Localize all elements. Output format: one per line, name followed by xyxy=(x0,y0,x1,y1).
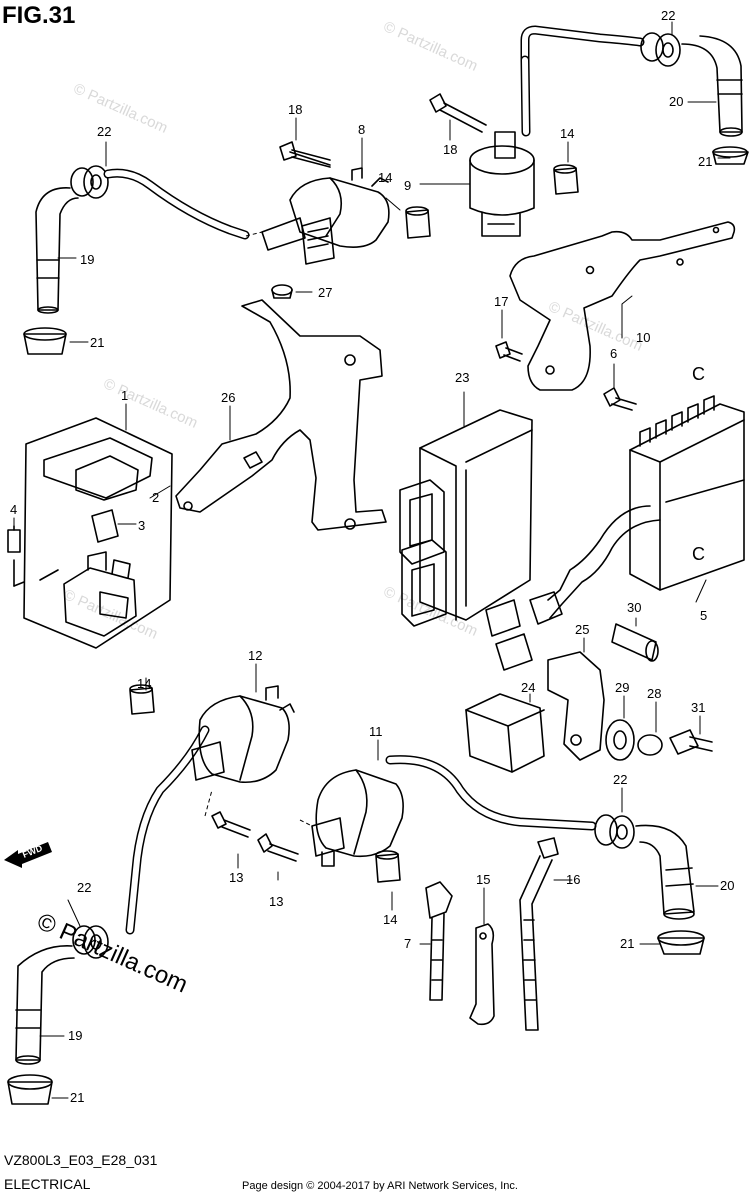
callout-14: 14 xyxy=(137,676,151,691)
grommet-29 xyxy=(605,719,635,761)
spark-plug-cap-bottom-left xyxy=(7,925,109,1105)
callout-22: 22 xyxy=(613,772,627,787)
fwd-arrow-icon: FWD xyxy=(4,842,52,868)
copyright-notice: Page design © 2004-2017 by ARI Network S… xyxy=(242,1180,518,1192)
relay-box-1 xyxy=(7,417,173,649)
dashed-guides xyxy=(204,231,313,827)
callout-19: 19 xyxy=(80,252,94,267)
callout-21: 21 xyxy=(620,936,634,951)
clamp-15 xyxy=(469,923,495,1026)
callout-26: 26 xyxy=(221,390,235,405)
callout-2: 2 xyxy=(152,490,159,505)
callout-20: 20 xyxy=(669,94,683,109)
ignition-coil-12 xyxy=(125,684,299,935)
ignition-coil-11 xyxy=(311,755,597,883)
spacer-14-top xyxy=(405,164,579,239)
callout-1: 1 xyxy=(121,388,128,403)
callout-22: 22 xyxy=(77,880,91,895)
callout-3: 3 xyxy=(138,518,145,533)
callout-30: 30 xyxy=(627,600,641,615)
clamp-7 xyxy=(425,881,453,1001)
callout-24: 24 xyxy=(521,680,535,695)
callout-14: 14 xyxy=(383,912,397,927)
collar-28 xyxy=(637,734,663,756)
callout-4: 4 xyxy=(10,502,17,517)
bracket-25 xyxy=(547,651,605,761)
spark-plug-cap-left-top xyxy=(23,165,250,355)
spark-plug-cap-top-right xyxy=(520,25,749,165)
callout-27: 27 xyxy=(318,285,332,300)
callout-5: 5 xyxy=(700,608,707,623)
callout-15: 15 xyxy=(476,872,490,887)
callout-11: 11 xyxy=(369,724,383,739)
callout-8: 8 xyxy=(358,122,365,137)
callout-21: 21 xyxy=(698,154,712,169)
figure-title: FIG.31 xyxy=(2,2,76,29)
ignition-coil-9 xyxy=(429,93,535,237)
bracket-26 xyxy=(175,284,387,531)
callout-18: 18 xyxy=(288,102,302,117)
callout-9: 9 xyxy=(404,178,411,193)
callout-22: 22 xyxy=(661,8,675,23)
bracket-10 xyxy=(495,221,736,391)
callout-21: 21 xyxy=(90,335,104,350)
callout-28: 28 xyxy=(647,686,661,701)
callout-6: 6 xyxy=(610,346,617,361)
regulator-mark: C xyxy=(692,544,705,564)
callout-18: 18 xyxy=(443,142,457,157)
model-code: VZ800L3_E03_E28_031 xyxy=(4,1152,158,1168)
callout-19: 19 xyxy=(68,1028,82,1043)
callout-14: 14 xyxy=(378,170,392,185)
leader-lines xyxy=(13,21,731,1099)
cable-tie-16 xyxy=(519,837,559,1031)
ignition-coil-8 xyxy=(261,141,390,265)
spark-plug-cap-bottom-right xyxy=(594,814,705,955)
callout-25: 25 xyxy=(575,622,589,637)
callout-23: 23 xyxy=(455,370,469,385)
callout-29: 29 xyxy=(615,680,629,695)
callout-17: 17 xyxy=(494,294,508,309)
spacer-30 xyxy=(611,623,659,662)
callout-7: 7 xyxy=(404,936,411,951)
regulator-5 xyxy=(485,387,745,671)
callout-21: 21 xyxy=(70,1090,84,1105)
callout-labels: 22 20 21 18 8 18 14 14 9 22 19 27 21 17 … xyxy=(10,8,734,1105)
callout-13: 13 xyxy=(229,870,243,885)
callout-13: 13 xyxy=(269,894,283,909)
relay-24 xyxy=(465,693,545,773)
section-name: ELECTRICAL xyxy=(4,1176,91,1192)
callout-16: 16 xyxy=(566,872,580,887)
ecm-23 xyxy=(399,409,533,627)
callout-14: 14 xyxy=(560,126,574,141)
callout-31: 31 xyxy=(691,700,705,715)
regulator-mark: C xyxy=(692,364,705,384)
callout-22: 22 xyxy=(97,124,111,139)
callout-20: 20 xyxy=(720,878,734,893)
callout-10: 10 xyxy=(636,330,650,345)
callout-12: 12 xyxy=(248,648,262,663)
bolt-31 xyxy=(669,729,713,755)
